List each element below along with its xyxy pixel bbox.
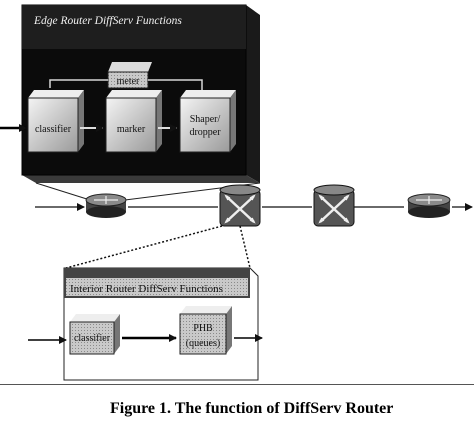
interior-zoom-line-right: [239, 225, 251, 269]
edge-router-panel: Edge Router DiffServ Functions meter cla…: [0, 4, 260, 183]
meter-label: meter: [117, 76, 140, 87]
egress-router-icon: [407, 193, 451, 218]
core-switch-icon: [313, 184, 355, 227]
phb-queues-box: PHB (queues): [179, 306, 232, 355]
meter-box: meter: [107, 62, 152, 89]
edge-classifier-box: classifier: [27, 90, 84, 153]
marker-label: marker: [117, 124, 146, 135]
interior-panel-title: Interior Router DiffServ Functions: [70, 283, 223, 295]
interior-router-panel: Interior Router DiffServ Functions class…: [28, 267, 263, 381]
dropper-label: dropper: [189, 127, 221, 138]
interior-panel-title-band: [66, 278, 248, 296]
interior-classifier-label: classifier: [74, 333, 111, 344]
phb-label: PHB: [193, 323, 213, 334]
queues-label: (queues): [186, 338, 220, 349]
shaper-label: Shaper/: [190, 114, 221, 125]
interior-zoom-line-left: [65, 225, 223, 269]
edge-panel-bottom-face: [22, 175, 260, 183]
interior-switch-icon: [219, 184, 261, 227]
marker-box: marker: [105, 90, 162, 153]
meter-input-line: [49, 79, 108, 88]
edge-router-icon: [85, 193, 127, 218]
interior-classifier-box: classifier: [69, 314, 120, 355]
edge-panel-title-bar: [22, 5, 246, 49]
caption-separator: [0, 384, 474, 385]
edge-panel-title: Edge Router DiffServ Functions: [33, 15, 182, 27]
network-path: [35, 184, 473, 227]
zoom-line-left: [35, 182, 91, 201]
figure-caption: Figure 1. The function of DiffServ Route…: [110, 400, 394, 417]
edge-classifier-label: classifier: [35, 124, 72, 135]
shaper-dropper-box: Shaper/ dropper: [179, 90, 236, 153]
